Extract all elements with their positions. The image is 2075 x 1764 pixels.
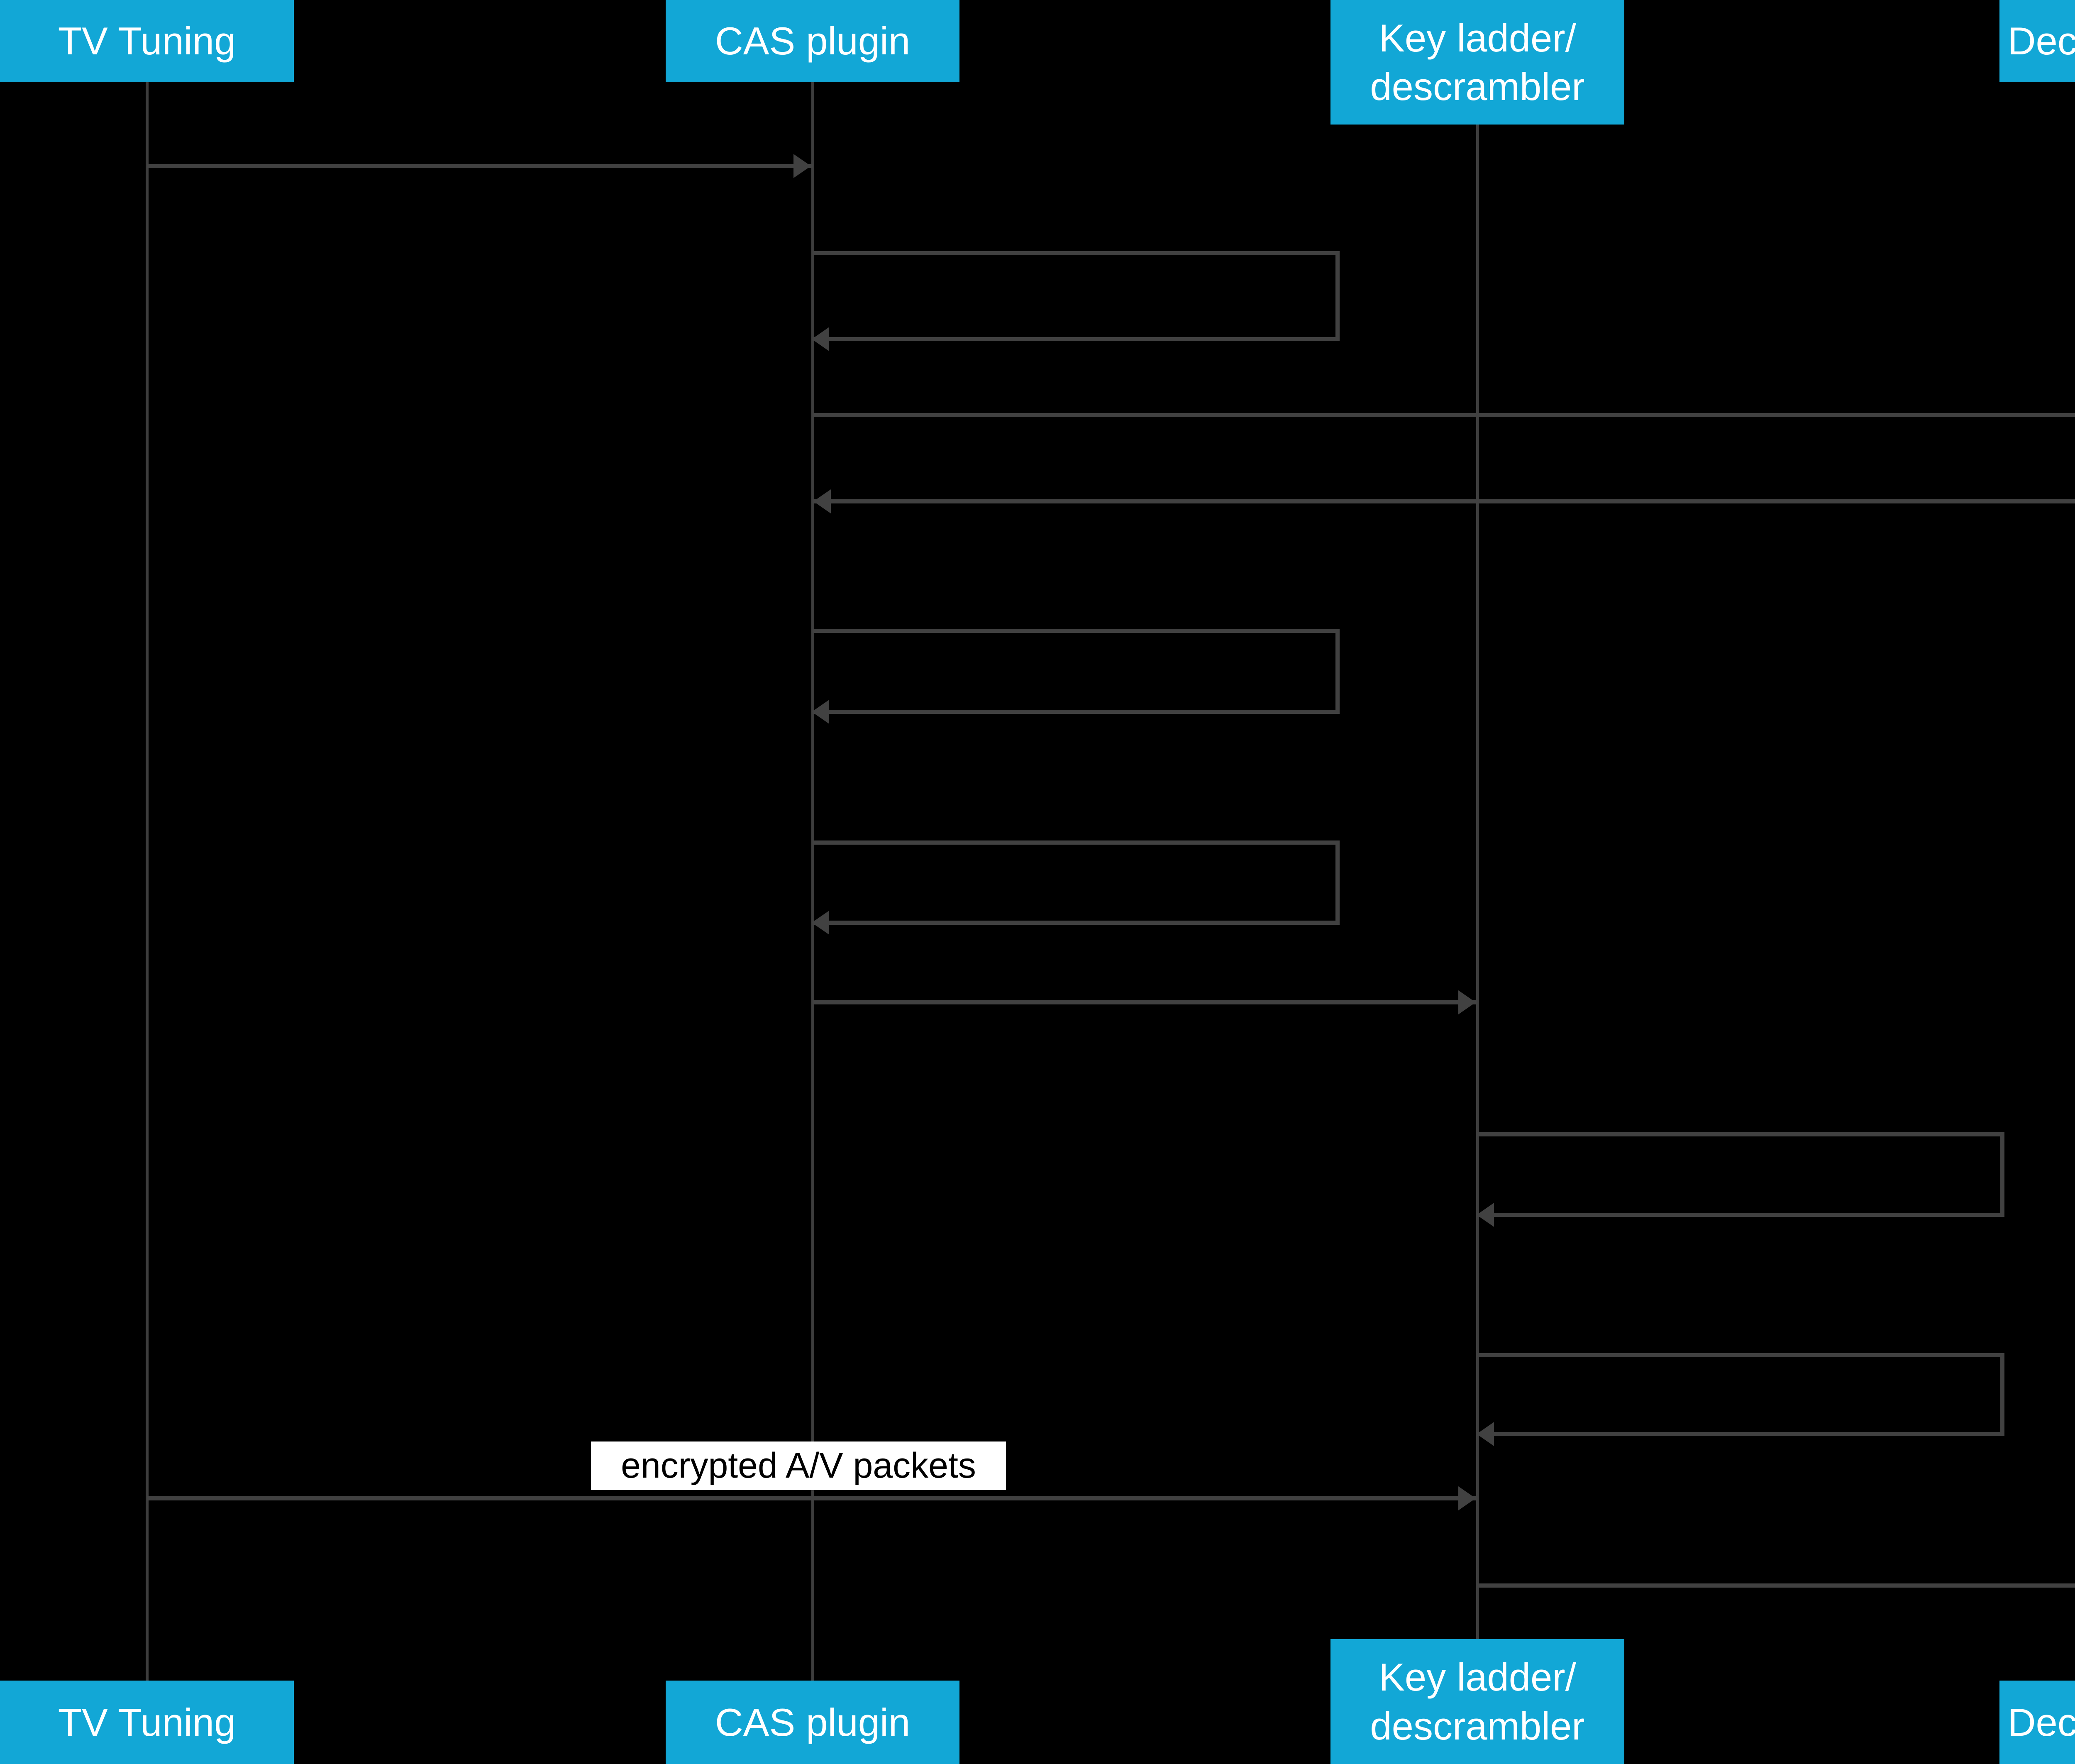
message-line-2	[813, 413, 2075, 417]
participant-top-dd: Decode, display	[1999, 0, 2075, 82]
participant-bottom-kl: Key ladder/ descrambler	[1330, 1639, 1624, 1764]
message-label: encrypted A/V packets	[591, 1441, 1006, 1490]
message-line-0	[147, 164, 813, 168]
message-line-10	[1477, 1583, 2075, 1588]
self-message-top-line	[1477, 1353, 2004, 1357]
message-arrowhead-left	[813, 489, 831, 513]
lifeline-kl	[1476, 125, 1479, 1639]
message-arrowhead-right	[1458, 990, 1476, 1014]
self-message-right-line	[1335, 629, 1340, 714]
self-message-right-line	[2000, 1132, 2004, 1217]
self-message-arrowhead-left	[812, 327, 829, 351]
self-message-return-line	[1477, 1213, 2004, 1217]
self-message-right-line	[1335, 251, 1340, 341]
participant-top-tv: TV Tuning	[0, 0, 294, 82]
self-message-top-line	[813, 840, 1340, 845]
self-message-arrowhead-left	[1477, 1422, 1494, 1446]
participant-top-cas: CAS plugin	[666, 0, 959, 82]
self-message-right-line	[1335, 840, 1340, 925]
lifeline-tv	[145, 82, 149, 1681]
self-message-return-line	[813, 921, 1340, 925]
message-arrowhead-right	[1458, 1486, 1476, 1510]
self-message-top-line	[813, 251, 1340, 255]
self-message-return-line	[813, 710, 1340, 714]
message-line-6	[813, 1000, 1477, 1004]
participant-bottom-cas: CAS plugin	[666, 1681, 959, 1764]
lifeline-cas	[811, 82, 814, 1681]
self-message-arrowhead-left	[812, 700, 829, 724]
participant-bottom-dd: Decode, display	[1999, 1681, 2075, 1764]
participant-bottom-tv: TV Tuning	[0, 1681, 294, 1764]
message-line-3	[813, 499, 2075, 503]
message-arrowhead-right	[793, 154, 811, 178]
self-message-arrowhead-left	[1477, 1203, 1494, 1227]
self-message-right-line	[2000, 1353, 2004, 1436]
participant-top-kl: Key ladder/ descrambler	[1330, 0, 1624, 125]
self-message-top-line	[1477, 1132, 2004, 1136]
self-message-top-line	[813, 629, 1340, 633]
self-message-arrowhead-left	[812, 911, 829, 935]
self-message-return-line	[1477, 1432, 2004, 1436]
message-line-9	[147, 1496, 1477, 1500]
self-message-return-line	[813, 337, 1340, 341]
